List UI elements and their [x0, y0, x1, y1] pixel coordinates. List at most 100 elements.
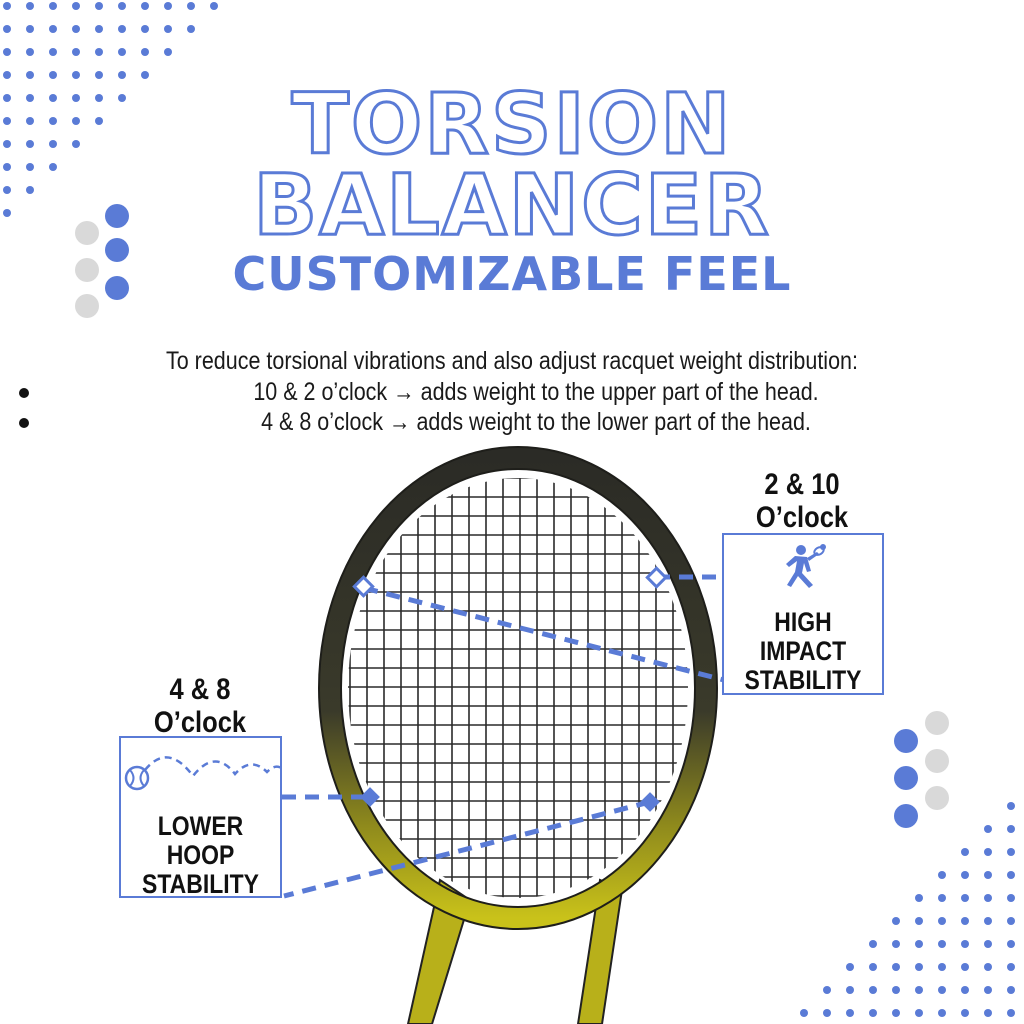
- decor-dot: [72, 140, 80, 148]
- decor-dot: [892, 940, 900, 948]
- decor-dot: [984, 825, 992, 833]
- decor-dot: [961, 963, 969, 971]
- decor-dot: [961, 917, 969, 925]
- decor-dot: [938, 917, 946, 925]
- circle-cluster-right: [894, 711, 949, 828]
- decor-dot: [26, 94, 34, 102]
- decor-dot: [1007, 963, 1015, 971]
- decor-dot: [118, 2, 126, 10]
- dot-pattern-bottom-right: [800, 802, 1015, 1017]
- circle-cluster-left: [75, 204, 129, 318]
- decor-dot: [846, 1009, 854, 1017]
- decor-dot: [1007, 986, 1015, 994]
- decor-dot: [984, 940, 992, 948]
- decor-dot: [49, 25, 57, 33]
- decor-dot: [164, 48, 172, 56]
- decor-dot: [3, 48, 11, 56]
- decor-dot: [95, 71, 103, 79]
- decor-dot: [49, 117, 57, 125]
- decor-dot: [3, 186, 11, 194]
- decor-dot: [49, 94, 57, 102]
- decor-dot: [915, 894, 923, 902]
- decor-dot: [49, 163, 57, 171]
- decor-dot: [869, 986, 877, 994]
- lower-clock-label: 4 & 8 O’clock: [131, 673, 269, 739]
- decor-dot: [915, 917, 923, 925]
- decor-dot: [892, 986, 900, 994]
- decor-dot: [95, 2, 103, 10]
- decor-dot: [869, 940, 877, 948]
- decor-dot: [95, 94, 103, 102]
- decor-dot: [938, 1009, 946, 1017]
- lower-clock-line-2: O’clock: [153, 706, 247, 739]
- decor-dot: [915, 986, 923, 994]
- decor-dot: [823, 986, 831, 994]
- decor-dot: [892, 917, 900, 925]
- decor-dot: [1007, 825, 1015, 833]
- decor-dot: [3, 163, 11, 171]
- decor-dot: [72, 25, 80, 33]
- decor-dot: [3, 209, 11, 217]
- upper-box-line-1: HIGH: [774, 607, 832, 637]
- decor-dot: [118, 48, 126, 56]
- decor-dot: [1007, 940, 1015, 948]
- decor-dot: [984, 963, 992, 971]
- decor-dot: [1007, 848, 1015, 856]
- decor-dot: [141, 71, 149, 79]
- decor-dot: [984, 848, 992, 856]
- decor-dot: [3, 25, 11, 33]
- decor-dot: [72, 48, 80, 56]
- decor-dot: [3, 71, 11, 79]
- decor-dot: [961, 894, 969, 902]
- decor-dot: [3, 117, 11, 125]
- upper-box-line-3: STABILITY: [744, 665, 862, 695]
- decor-dot: [141, 48, 149, 56]
- decor-dot: [800, 1009, 808, 1017]
- decor-dot: [141, 25, 149, 33]
- intro-bullet-1: 10 & 2 o’clock → adds weight to the uppe…: [253, 378, 819, 406]
- lower-box-line-3: STABILITY: [142, 869, 259, 899]
- tennis-racquet-illustration: [282, 446, 725, 1024]
- decor-dot: [1007, 917, 1015, 925]
- decor-dot: [984, 917, 992, 925]
- decor-dot: [3, 2, 11, 10]
- bouncing-ball-icon: [124, 756, 282, 791]
- decor-dot: [961, 940, 969, 948]
- decor-dot: [49, 140, 57, 148]
- decor-dot: [846, 986, 854, 994]
- decor-dot: [915, 963, 923, 971]
- decor-dot: [95, 25, 103, 33]
- decor-dot: [49, 71, 57, 79]
- decor-dot: [164, 2, 172, 10]
- decor-dot: [141, 2, 149, 10]
- lower-clock-line-1: 4 & 8: [169, 673, 231, 706]
- decor-dot: [938, 963, 946, 971]
- decor-dot: [118, 25, 126, 33]
- tennis-player-icon: [786, 544, 826, 588]
- bullet-marker: [19, 418, 29, 428]
- decor-dot: [984, 1009, 992, 1017]
- decor-dot: [961, 871, 969, 879]
- decor-dot: [72, 94, 80, 102]
- lower-box-line-1: LOWER: [157, 811, 244, 841]
- decor-dot: [892, 1009, 900, 1017]
- decor-dot: [823, 1009, 831, 1017]
- decor-dot: [187, 2, 195, 10]
- decor-dot: [869, 963, 877, 971]
- decor-dot: [892, 963, 900, 971]
- decor-dot: [915, 940, 923, 948]
- decor-dot: [915, 1009, 923, 1017]
- decor-dot: [984, 871, 992, 879]
- lower-box-line-2: HOOP: [166, 840, 235, 870]
- decor-dot: [961, 848, 969, 856]
- decor-dot: [961, 986, 969, 994]
- decor-dot: [1007, 802, 1015, 810]
- decor-dot: [984, 986, 992, 994]
- decor-dot: [938, 894, 946, 902]
- decor-dot: [26, 186, 34, 194]
- bullet-marker: [19, 388, 29, 398]
- subtitle: CUSTOMIZABLE FEEL: [232, 247, 792, 301]
- decor-dot: [869, 1009, 877, 1017]
- intro-bullet-2: 4 & 8 o’clock → adds weight to the lower…: [261, 408, 811, 436]
- decor-dot: [26, 117, 34, 125]
